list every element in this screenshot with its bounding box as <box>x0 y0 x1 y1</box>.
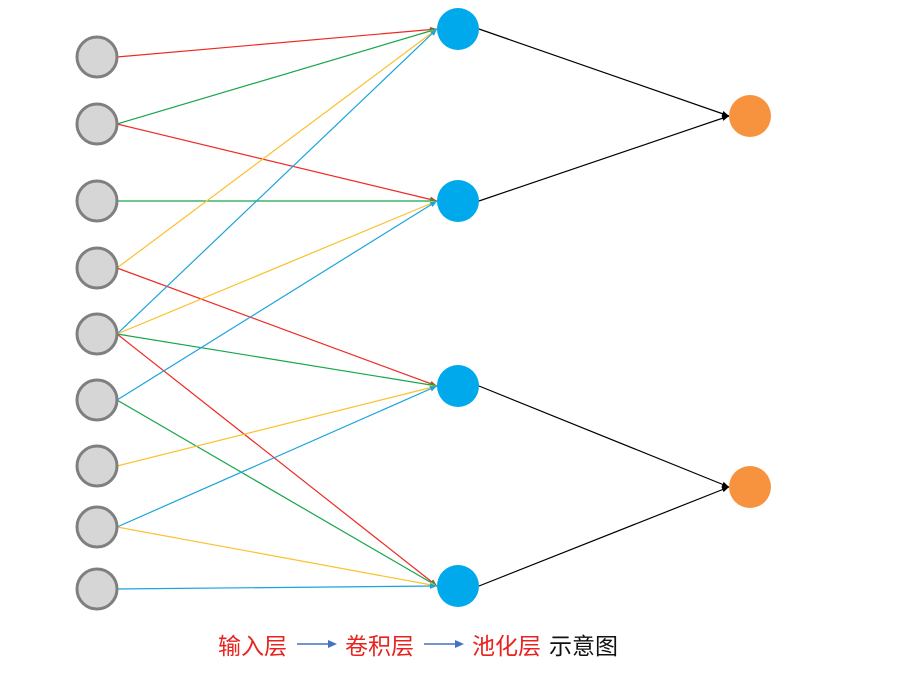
input-node-2 <box>75 102 119 146</box>
edge-input-3-to-conv-0 <box>116 28 438 269</box>
pool-node-1 <box>729 95 771 137</box>
edge-input-7-to-conv-3 <box>116 526 438 588</box>
edge-input-1-to-conv-0 <box>116 28 438 125</box>
network-nodes <box>75 8 771 611</box>
edge-input-7-to-conv-2 <box>116 385 438 528</box>
edge-input-5-to-conv-1 <box>116 200 438 401</box>
conv-node-1 <box>437 8 479 50</box>
edge-input-5-to-conv-3 <box>116 399 438 587</box>
conv-node-2 <box>437 180 479 222</box>
edge-conv-1-to-pool-0 <box>478 115 730 202</box>
edge-input-8-to-conv-3 <box>116 583 438 590</box>
pool-node-2 <box>729 466 771 508</box>
edge-conv-2-to-pool-1 <box>478 385 730 488</box>
input-node-8 <box>75 505 119 549</box>
input-node-5 <box>75 312 119 356</box>
input-node-6 <box>75 378 119 422</box>
input-node-7 <box>75 444 119 488</box>
caption-suffix: 示意图 <box>549 634 618 660</box>
diagram-caption: 输入层 卷积层 池化层 示意图 <box>218 626 618 662</box>
input-node-3 <box>75 179 119 223</box>
caption-arrow-icon <box>424 640 464 648</box>
edge-input-3-to-conv-2 <box>116 267 438 387</box>
edge-input-4-to-conv-0 <box>116 28 438 335</box>
caption-arrow-icon <box>297 640 337 648</box>
edge-input-1-to-conv-1 <box>116 123 438 203</box>
edge-input-0-to-conv-0 <box>116 26 438 58</box>
input-node-1 <box>75 35 119 79</box>
conv-node-3 <box>437 365 479 407</box>
conv-node-4 <box>437 565 479 607</box>
input-node-4 <box>75 246 119 290</box>
connection-edges <box>116 26 730 590</box>
edge-input-6-to-conv-2 <box>116 384 438 467</box>
caption-input-layer: 输入层 <box>218 634 287 660</box>
edge-conv-3-to-pool-1 <box>478 486 730 587</box>
caption-conv-layer: 卷积层 <box>345 634 414 660</box>
caption-pool-layer: 池化层 <box>472 634 541 660</box>
edge-input-4-to-conv-3 <box>116 333 438 587</box>
edge-input-4-to-conv-1 <box>116 200 438 335</box>
edge-conv-0-to-pool-0 <box>478 28 730 117</box>
input-node-9 <box>75 567 119 611</box>
edge-input-4-to-conv-2 <box>116 333 438 388</box>
